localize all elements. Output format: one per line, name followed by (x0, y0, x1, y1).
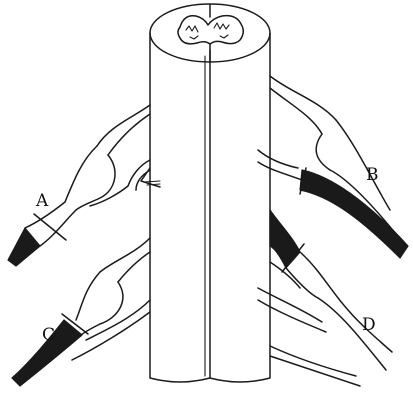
lower-right-nerve-roots: D (258, 210, 392, 386)
label-b: B (366, 165, 379, 185)
label-a: A (35, 191, 49, 211)
lower-left-nerve-roots: C (12, 238, 150, 386)
cut-segment-a (8, 228, 40, 266)
cut-segment-d (270, 210, 300, 268)
gray-matter-cross-section (178, 5, 243, 62)
cut-segment-b (300, 170, 408, 258)
spinal-cord (150, 4, 270, 382)
label-d: D (362, 315, 376, 335)
label-c: C (42, 325, 55, 345)
upper-left-nerve-roots: A (8, 105, 160, 266)
